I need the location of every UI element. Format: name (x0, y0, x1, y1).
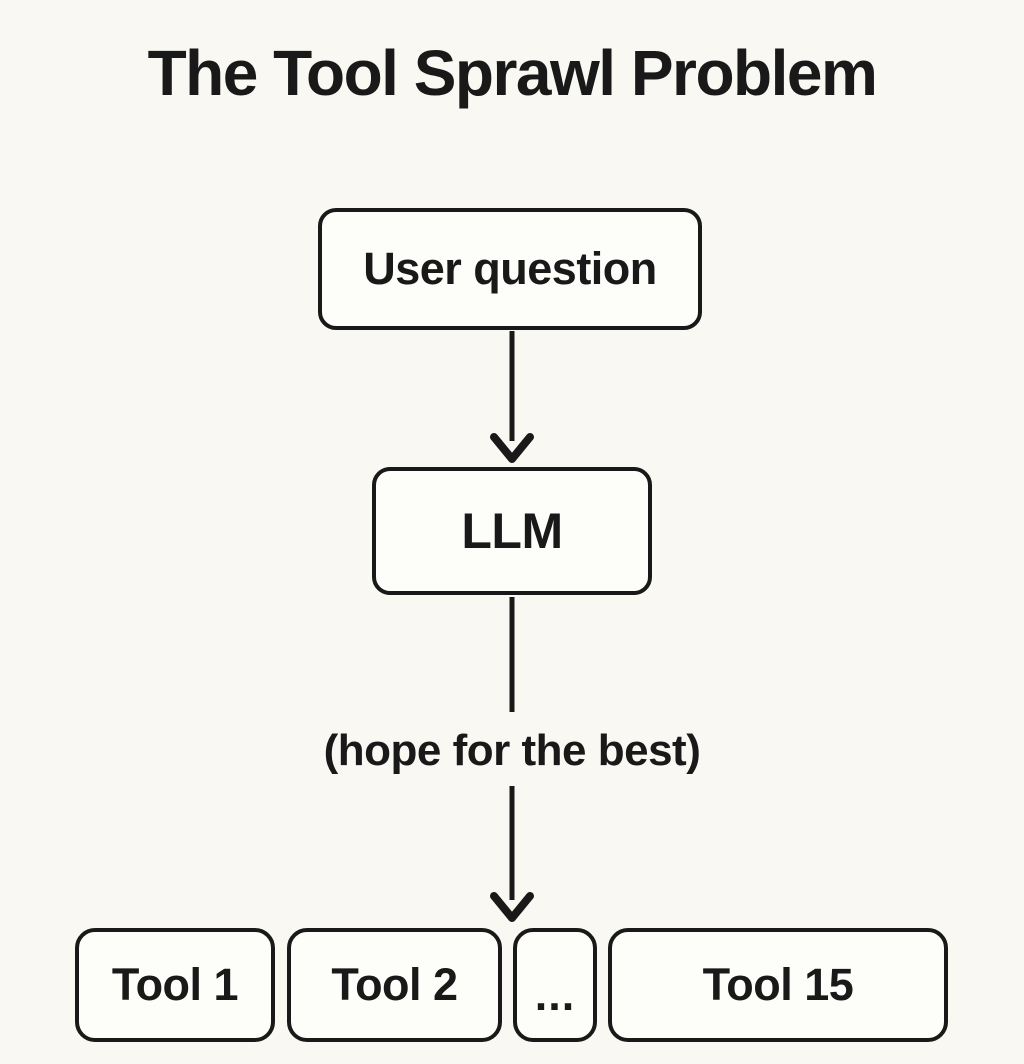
user-question-box: User question (318, 208, 702, 330)
tool-box-15: Tool 15 (608, 928, 948, 1042)
tool-box-ellipsis: ... (513, 928, 597, 1042)
llm-box: LLM (372, 467, 652, 595)
arrow-annotation: (hope for the best) (323, 726, 701, 775)
tool-box-ellipsis-label: ... (534, 969, 576, 1020)
tool-box-2-label: Tool 2 (331, 959, 458, 1010)
tool-box-1: Tool 1 (75, 928, 275, 1042)
llm-label: LLM (461, 503, 563, 559)
down-arrow-user-to-llm-icon (490, 331, 534, 463)
tool-box-1-label: Tool 1 (111, 959, 239, 1010)
user-question-label: User question (363, 243, 657, 294)
tool-box-2: Tool 2 (287, 928, 502, 1042)
tool-box-15-label: Tool 15 (702, 959, 854, 1010)
diagram-title: The Tool Sprawl Problem (147, 37, 878, 109)
